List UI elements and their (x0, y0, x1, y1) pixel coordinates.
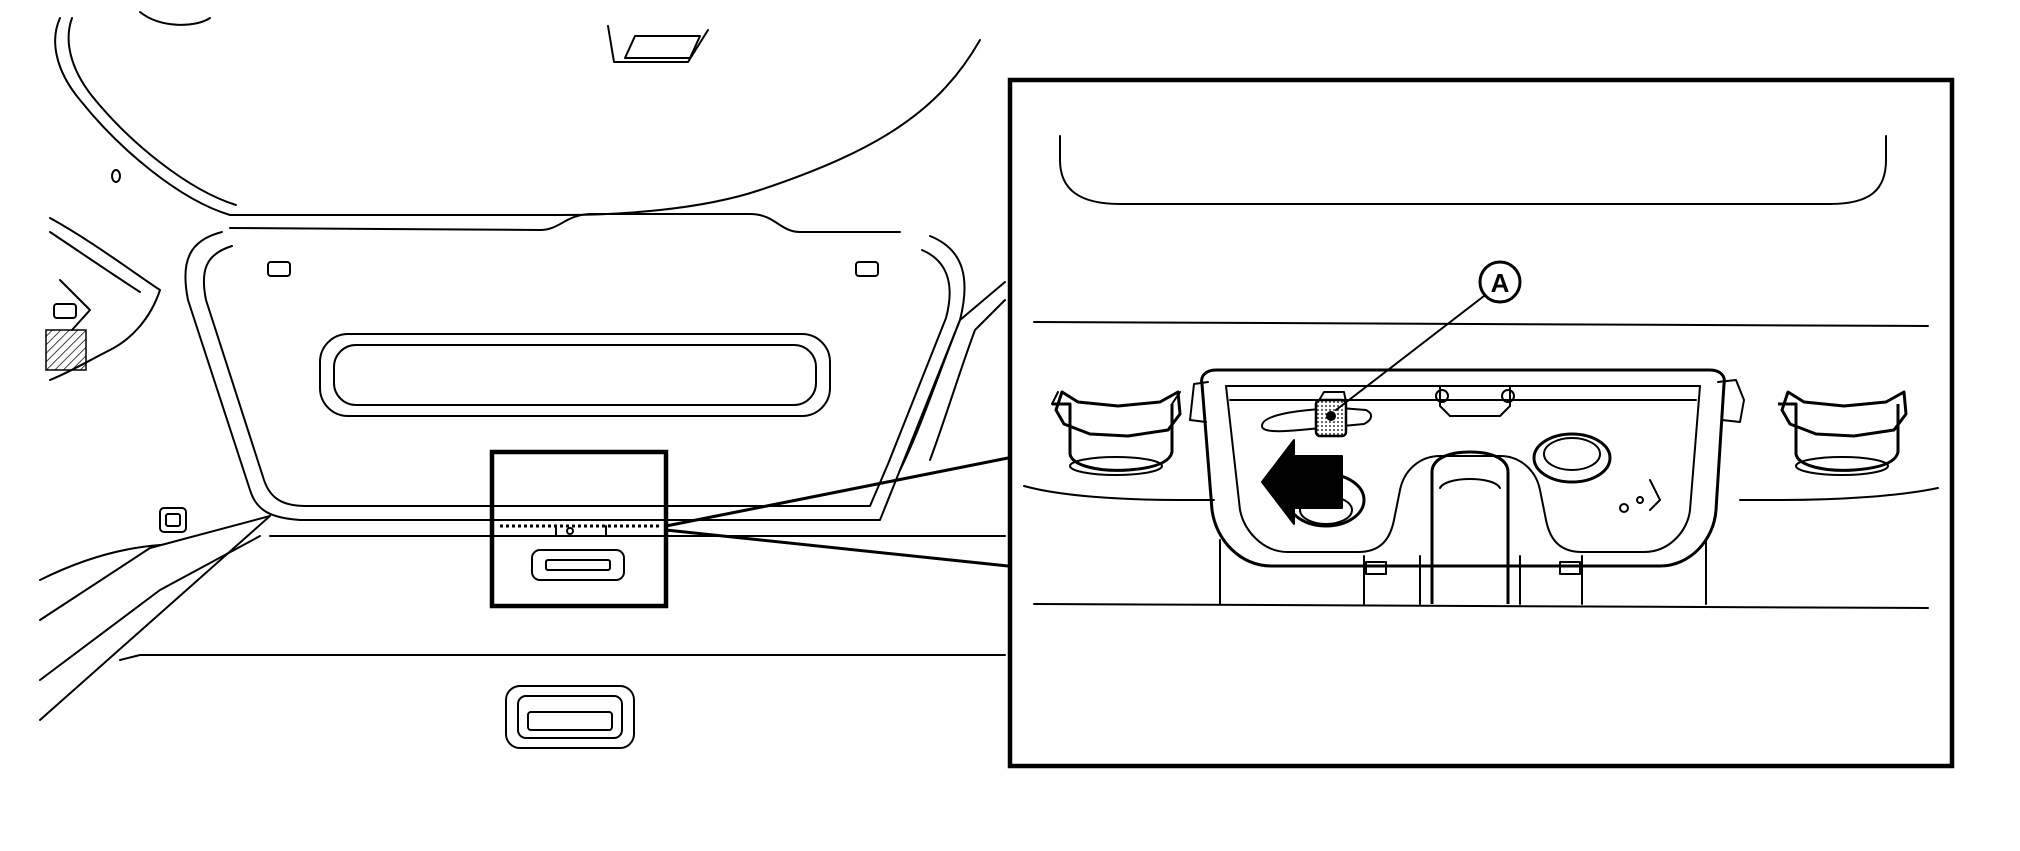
left-clip (53, 303, 77, 319)
left-nut (1051, 390, 1182, 476)
callout-a-leader (1335, 295, 1485, 411)
lock-outer-plate (1200, 368, 1726, 568)
headliner-inner-outline (67, 17, 237, 206)
lower-handle (505, 685, 635, 749)
zoom-leader-upper (665, 456, 1009, 528)
pull-handle-pocket (319, 333, 831, 417)
lock-lever (1314, 391, 1348, 438)
trim-panel-outer (184, 231, 966, 521)
trim-clip-right (855, 261, 879, 277)
left-trim-hatch (45, 329, 87, 371)
detail-trim-curve (1059, 135, 1887, 205)
detail-view: A (1007, 77, 1955, 769)
detail-panel-line-upper (1033, 321, 1929, 327)
detail-panel-line-lower (1033, 603, 1929, 609)
striker-channel (1430, 450, 1510, 604)
lock-inner-plate (1225, 385, 1701, 553)
cargo-floor-line (39, 515, 271, 721)
source-handle (531, 549, 625, 581)
zoom-leader-lower (665, 528, 1009, 568)
trim-panel-inner (202, 245, 951, 507)
window-top-edge (229, 213, 901, 233)
trim-clip-left (267, 261, 291, 277)
overview-view (39, 11, 1006, 749)
callout-a-label: A (1491, 268, 1510, 298)
roof-edge-top (139, 11, 211, 26)
lock-lever-slot (1261, 407, 1372, 433)
dome-light (607, 25, 709, 63)
detail-frame (1007, 77, 1955, 769)
arrow-left-icon (1261, 439, 1343, 525)
lock-pin-right (1532, 432, 1612, 484)
callout-a-circle (1478, 260, 1522, 304)
right-pillar-trim (899, 281, 1006, 471)
right-nut (1778, 390, 1908, 476)
left-lower-clip (159, 507, 187, 533)
screw-hole (111, 169, 121, 183)
detail-source-box (489, 449, 669, 609)
